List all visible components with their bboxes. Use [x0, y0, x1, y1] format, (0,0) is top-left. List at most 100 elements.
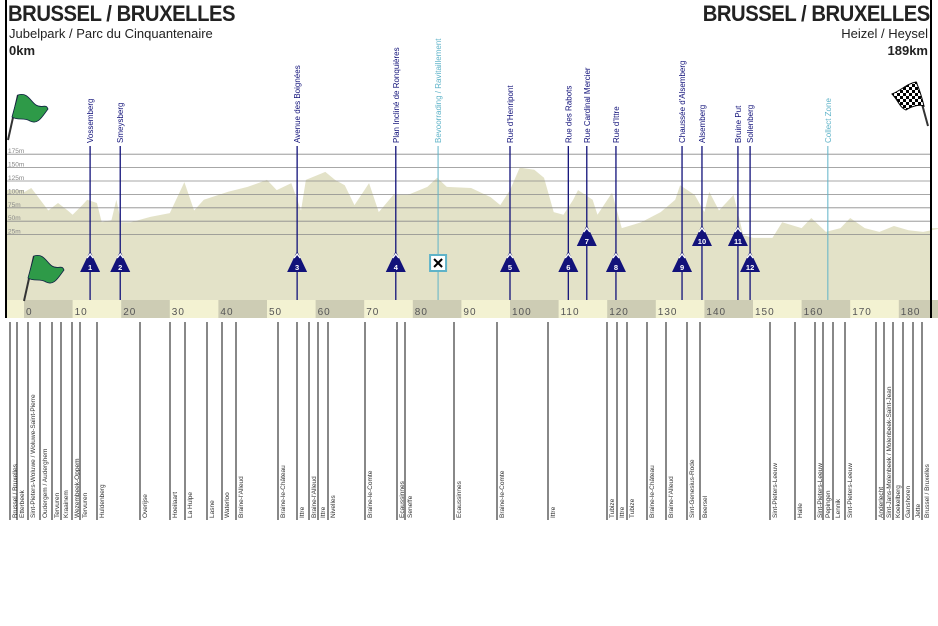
- place-label: Braine-le-Château: [649, 465, 656, 518]
- zone-label: Collect Zone: [824, 98, 833, 143]
- climb-label: Rue d'Ittre: [612, 106, 621, 143]
- place-label: Koekelberg: [895, 485, 902, 518]
- place-label: Braine-l'Alleud: [668, 476, 675, 518]
- place-label: Pepingen: [825, 490, 832, 518]
- place-label: Tervuren: [82, 492, 89, 518]
- climb-marker-icon: [740, 251, 761, 272]
- mountain-icon: [293, 252, 301, 259]
- climb-label: Sollenberg: [746, 105, 755, 143]
- climb-number: 7: [585, 237, 589, 246]
- climb-marker-icon: [672, 251, 693, 272]
- km-band-dark: [607, 300, 656, 318]
- y-tick-label: 150m: [8, 162, 24, 169]
- place-label: Oudergem / Auderghem: [42, 449, 49, 518]
- climb-label: Rue d'Henripont: [506, 85, 515, 143]
- y-tick-label: 175m: [8, 148, 24, 155]
- place-label: La Hulpe: [187, 492, 194, 518]
- x-tick-label: 110: [561, 307, 580, 318]
- start-location: Jubelpark / Parc du Cinquantenaire: [9, 26, 213, 41]
- x-tick-label: 0: [26, 307, 33, 318]
- climb-number: 6: [566, 263, 570, 272]
- x-tick-label: 90: [463, 307, 476, 318]
- place-label: Tubize: [609, 498, 616, 518]
- mountain-icon: [583, 226, 591, 233]
- km-band-dark: [24, 300, 73, 318]
- climb-number: 8: [614, 263, 618, 272]
- place-label: Etterbeek: [19, 489, 26, 518]
- x-tick-label: 60: [318, 307, 331, 318]
- mountain-icon: [612, 252, 620, 259]
- place-label: Waterloo: [224, 492, 231, 518]
- place-label: Sint-Pieters-Leeuw: [772, 463, 779, 518]
- place-label: Brussel / Bruxelles: [924, 463, 931, 518]
- mountain-icon: [86, 252, 94, 259]
- climb-label: Bruine Put: [734, 105, 743, 143]
- climb-label: Plan Incliné de Ronquières: [392, 47, 401, 143]
- finish-city: BRUSSEL / BRUXELLES: [702, 1, 931, 26]
- place-label: Overijse: [142, 494, 149, 518]
- y-tick-label: 75m: [8, 202, 21, 209]
- climb-label: Chaussée d'Alsemberg: [678, 61, 687, 143]
- place-label: Braine-l'Alleud: [311, 476, 318, 518]
- mountain-icon: [746, 252, 754, 259]
- place-label: Brussel / Bruxelles: [12, 463, 19, 518]
- x-tick-label: 40: [220, 307, 233, 318]
- climb-number: 12: [746, 263, 754, 272]
- place-label: Beersel: [702, 495, 709, 518]
- fork-knife-icon: [433, 258, 443, 268]
- mountain-icon: [116, 252, 124, 259]
- start-city: BRUSSEL / BRUXELLES: [8, 1, 236, 26]
- start-flag-icon: [11, 94, 49, 123]
- climb-label: Rue des Rabots: [564, 86, 573, 143]
- climb-marker-icon: [605, 251, 626, 272]
- climb-marker-icon: [385, 251, 406, 272]
- x-tick-label: 10: [75, 307, 88, 318]
- place-label: Lennik: [835, 498, 842, 518]
- place-label: Tervuren: [54, 492, 61, 518]
- climb-marker-icon: [500, 251, 520, 272]
- x-tick-label: 170: [852, 307, 872, 318]
- climb-marker-icon: [691, 225, 712, 246]
- km-band-dark: [218, 300, 267, 318]
- place-label: Ittre: [550, 506, 557, 518]
- place-label: Sint-Pieters-Leeuw: [817, 463, 824, 518]
- mountain-icon: [698, 226, 706, 233]
- x-tick-label: 160: [804, 307, 824, 318]
- place-label: Sint-Pieters-Leeuw: [847, 463, 854, 518]
- climb-marker-icon: [727, 225, 748, 246]
- climb-marker-icon: [576, 225, 597, 246]
- km-band-dark: [801, 300, 851, 318]
- climb-number: 11: [734, 237, 742, 246]
- profile-fill-start: [6, 190, 24, 300]
- x-tick-label: 70: [366, 307, 379, 318]
- finish-flag-icon: [891, 81, 925, 111]
- place-label: Braine-le-Château: [280, 465, 287, 518]
- place-label: Sint-Pieters-Woluwe / Woluwe-Saint-Pierr…: [30, 394, 37, 518]
- climb-label: Vossemberg: [86, 99, 95, 143]
- place-label: Ittre: [299, 506, 306, 518]
- x-tick-label: 180: [901, 307, 921, 318]
- x-tick-label: 20: [123, 307, 136, 318]
- place-label: Seneffe: [407, 495, 414, 518]
- mountain-icon: [564, 252, 572, 259]
- climb-marker-icon: [110, 251, 131, 272]
- climb-number: 2: [118, 263, 122, 272]
- climb-label: Avenue des Boignées: [293, 65, 302, 143]
- x-tick-label: 100: [512, 307, 532, 318]
- x-tick-label: 80: [415, 307, 428, 318]
- x-tick-label: 30: [172, 307, 185, 318]
- climb-label: Alsemberg: [698, 105, 707, 143]
- place-label: Nivelles: [330, 494, 337, 518]
- km-band-dark: [121, 300, 170, 318]
- mountain-icon: [678, 252, 686, 259]
- place-label: Ecaussinnes: [399, 480, 406, 518]
- zone-label: Bevoorrading / Ravitaillement: [434, 38, 443, 143]
- place-label: Braine-le-Comte: [499, 470, 506, 518]
- place-label: Ittre: [320, 506, 327, 518]
- start-distance: 0km: [9, 43, 36, 58]
- climb-label: Smeysberg: [116, 103, 125, 143]
- place-label: Tubize: [629, 498, 636, 518]
- x-tick-label: 130: [658, 307, 678, 318]
- x-tick-label: 150: [755, 307, 775, 318]
